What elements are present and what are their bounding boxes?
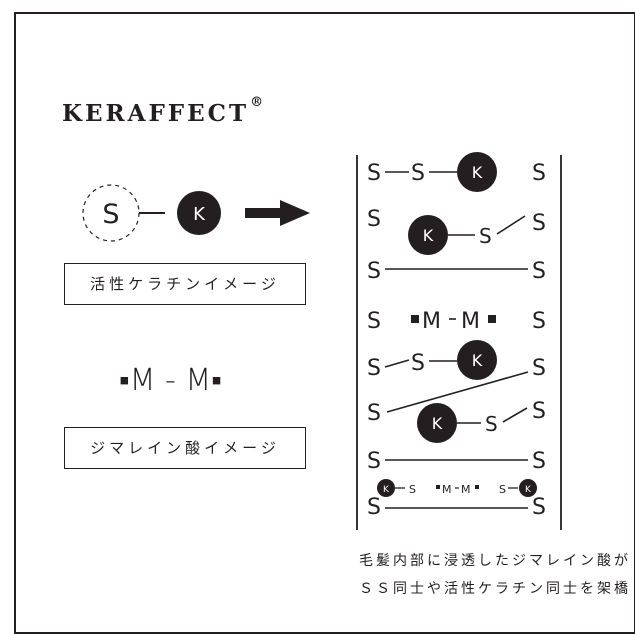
k-ball bbox=[408, 215, 448, 255]
s-atom: S bbox=[532, 309, 546, 334]
s-atom: S bbox=[411, 351, 425, 376]
k-ball bbox=[417, 403, 457, 443]
crosslink-diagram: S S K S S K S S S S S M bbox=[356, 152, 562, 530]
brand-logo: KERAFFECT® bbox=[62, 95, 263, 127]
s-atom: S bbox=[367, 401, 381, 426]
bond bbox=[502, 407, 528, 423]
s-atom: S bbox=[367, 449, 381, 474]
row-6: S K S S bbox=[367, 371, 546, 443]
legend-s-letter: S bbox=[102, 199, 119, 230]
m-bracket bbox=[488, 315, 496, 323]
s-atom: S bbox=[367, 309, 381, 334]
m-atom: M bbox=[422, 309, 441, 334]
s-atom: S bbox=[532, 259, 546, 284]
small-k-ball bbox=[377, 479, 395, 497]
s-atom: S bbox=[532, 356, 546, 381]
s-atom: S bbox=[411, 161, 425, 186]
s-atom: S bbox=[479, 224, 492, 248]
small-s-atom: S bbox=[499, 483, 506, 496]
mm-symbol: ▪M - M▪ bbox=[119, 363, 222, 398]
row-9: S S bbox=[367, 495, 546, 520]
s-atom: S bbox=[532, 211, 546, 236]
row-4: S M M S bbox=[367, 309, 546, 334]
keratin-label: 活性ケラチンイメージ bbox=[90, 275, 280, 293]
registered-mark: ® bbox=[250, 95, 264, 111]
brand-name: KERAFFECT bbox=[62, 100, 250, 127]
small-m-bracket bbox=[436, 485, 440, 489]
legend-k-letter: K bbox=[193, 204, 206, 225]
s-atom: S bbox=[532, 495, 546, 520]
acid-label: ジマレイン酸イメージ bbox=[90, 439, 280, 457]
k-ball bbox=[457, 340, 497, 380]
small-k-letter: K bbox=[383, 485, 390, 495]
s-atom: S bbox=[367, 259, 381, 284]
row-8: K S M M S K bbox=[377, 479, 537, 497]
s-atom: S bbox=[367, 207, 381, 232]
bond bbox=[496, 215, 526, 235]
row-2: S K S S bbox=[367, 207, 546, 255]
small-k-letter: K bbox=[525, 485, 532, 495]
s-atom: S bbox=[532, 399, 546, 424]
row-5: S S K S bbox=[367, 340, 546, 381]
caption-line-1: 毛髪内部に浸透したジマレイン酸が bbox=[359, 553, 631, 569]
s-atom: S bbox=[367, 495, 381, 520]
s-atom: S bbox=[532, 449, 546, 474]
m-bracket bbox=[411, 315, 419, 323]
m-atom: M bbox=[461, 309, 480, 334]
row-3: S S bbox=[367, 259, 546, 284]
acid-label-box: ジマレイン酸イメージ bbox=[64, 427, 306, 469]
small-m-atom: M bbox=[461, 483, 471, 496]
k-ball bbox=[457, 152, 497, 192]
keratin-legend-icon: S K bbox=[82, 184, 310, 242]
k-letter: K bbox=[432, 414, 443, 433]
k-letter: K bbox=[472, 163, 483, 182]
caption-line-2: ＳＳ同士や活性ケラチン同士を架橋 bbox=[359, 581, 631, 597]
row-1: S S K S bbox=[367, 152, 546, 192]
s-atom: S bbox=[532, 161, 546, 186]
arrow-right-icon bbox=[245, 200, 310, 226]
row-7: S S bbox=[367, 449, 546, 474]
legend-k-ball bbox=[177, 191, 221, 235]
small-m-atom: M bbox=[442, 483, 452, 496]
keratin-label-box: 活性ケラチンイメージ bbox=[64, 263, 306, 305]
small-m-bracket bbox=[475, 485, 479, 489]
small-k-ball bbox=[519, 479, 537, 497]
bond bbox=[384, 359, 410, 368]
small-s-atom: S bbox=[409, 483, 416, 496]
s-atom: S bbox=[485, 412, 498, 436]
k-letter: K bbox=[472, 351, 483, 370]
s-atom: S bbox=[367, 356, 381, 381]
k-letter: K bbox=[423, 226, 434, 245]
bond bbox=[386, 371, 529, 413]
s-atom: S bbox=[367, 161, 381, 186]
